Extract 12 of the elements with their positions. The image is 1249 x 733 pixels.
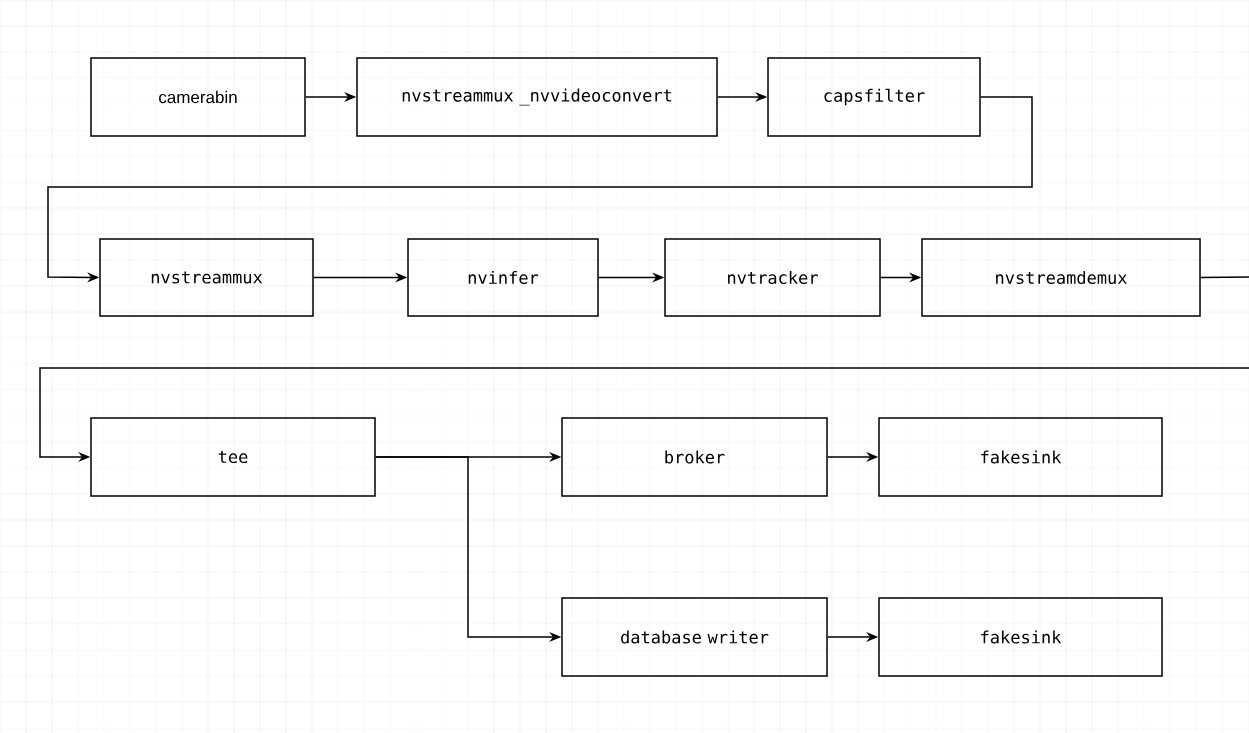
process-box: nvstreamdemux xyxy=(921,238,1201,317)
process-box: nvstreammux xyxy=(99,238,314,317)
process-box: fakesink xyxy=(878,417,1163,497)
process-box: database writer xyxy=(561,597,828,677)
process-box: camerabin xyxy=(90,57,306,137)
process-box: nvinfer xyxy=(407,238,599,317)
process-box: broker xyxy=(561,417,828,497)
process-box: tee xyxy=(90,417,376,497)
process-box: nvtracker xyxy=(664,238,881,317)
process-box: fakesink xyxy=(878,597,1163,677)
process-box: capsfilter xyxy=(767,57,981,137)
process-box: nvstreammux _nvvideoconvert xyxy=(356,57,718,137)
